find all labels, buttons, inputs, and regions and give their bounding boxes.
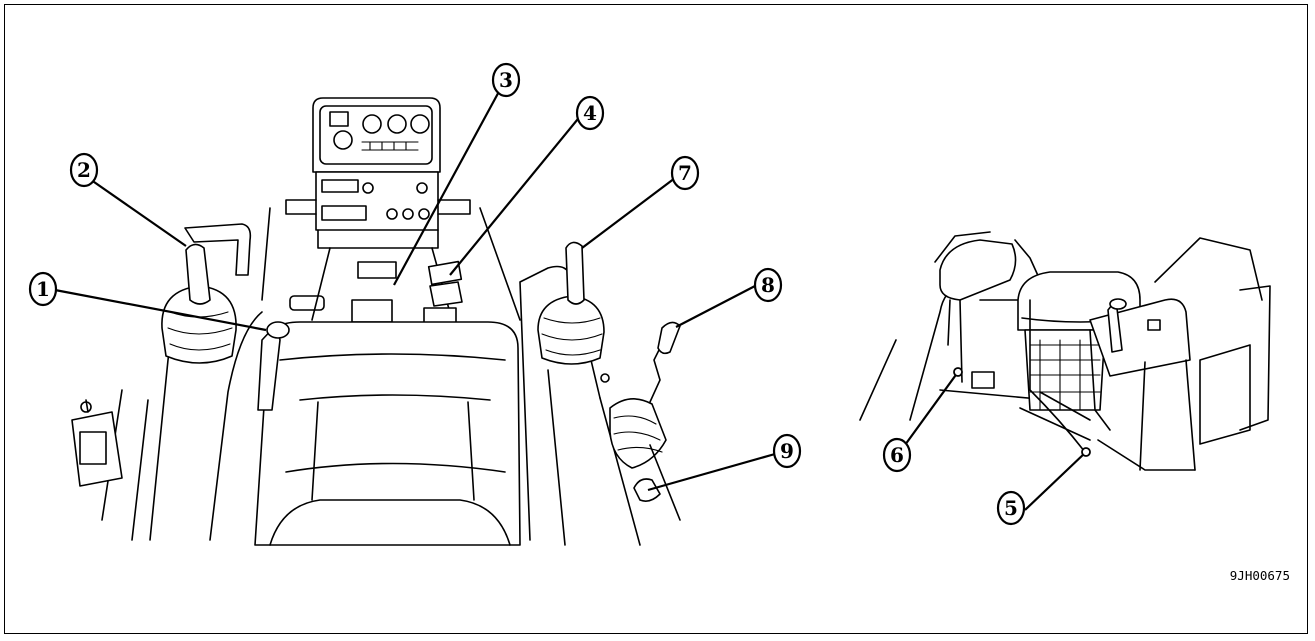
figure-id: 9JH00675: [1230, 568, 1290, 583]
center-console: [290, 248, 462, 330]
left-console: [72, 224, 289, 540]
callout-label: 2: [77, 158, 91, 182]
leader-line: [648, 454, 775, 490]
callout-9: 9: [774, 435, 800, 467]
callout-label: 9: [780, 439, 794, 463]
seat-side-view: [860, 232, 1270, 470]
callout-label: 4: [583, 101, 597, 125]
callout-8: 8: [755, 269, 781, 301]
leader-line: [676, 286, 755, 327]
callout-1: 1: [30, 273, 56, 305]
callout-label: 5: [1004, 496, 1018, 520]
operator-seat: [255, 322, 520, 545]
instrument-panel: [262, 98, 520, 320]
callout-7: 7: [672, 157, 698, 189]
callout-4: 4: [577, 97, 603, 129]
callout-label: 1: [36, 277, 50, 301]
callout-6: 6: [884, 439, 910, 471]
callout-label: 8: [761, 273, 775, 297]
callout-2: 2: [71, 154, 97, 186]
right-console: [520, 242, 680, 545]
leader-line: [450, 114, 582, 275]
leader-line: [84, 175, 186, 246]
callout-3: 3: [493, 64, 519, 96]
leader-line: [582, 175, 679, 248]
callout-label: 3: [499, 68, 513, 92]
callout-label: 6: [890, 443, 904, 467]
attachment-point-6: [954, 368, 962, 376]
callout-5: 5: [998, 492, 1024, 524]
callout-label: 7: [678, 161, 692, 185]
attachment-point-5: [1082, 448, 1090, 456]
main-cab-view: [72, 98, 680, 545]
leader-line: [1025, 452, 1086, 510]
